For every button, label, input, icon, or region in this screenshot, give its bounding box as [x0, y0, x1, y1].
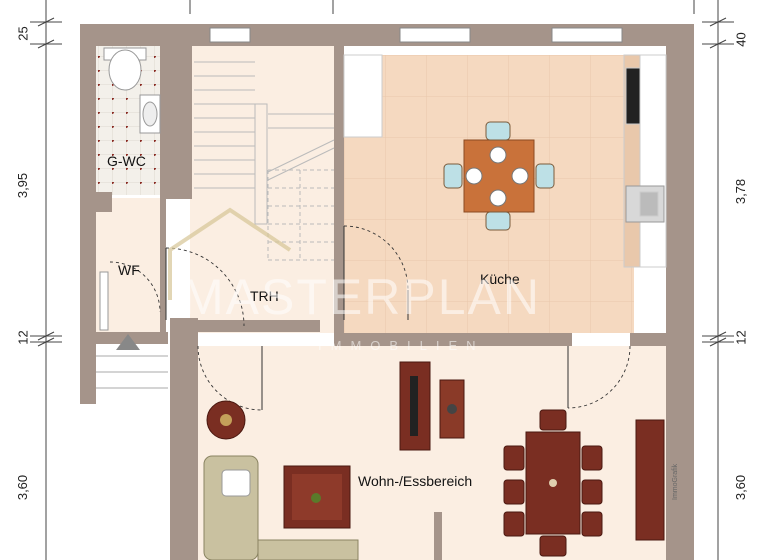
watermark-house — [168, 207, 292, 300]
credit-text: ImmoGrafik — [672, 463, 679, 500]
dim-right-1: 40 — [733, 32, 749, 47]
staircase — [194, 61, 335, 261]
kitchen-dining-set — [443, 121, 555, 231]
wf-radiator — [99, 271, 109, 331]
watermark-brand: MASTERPLAN — [182, 269, 541, 325]
sofa — [203, 455, 359, 560]
entry-stairs — [80, 334, 168, 404]
side-table-round — [206, 400, 246, 440]
toilet — [103, 47, 147, 91]
kitchen-counters — [343, 54, 667, 268]
dim-left-4: 3,60 — [15, 474, 31, 501]
room-label-kitchen: Küche — [480, 271, 520, 287]
room-label-wf: WF — [118, 262, 140, 278]
dim-left-2: 3,95 — [15, 172, 31, 199]
sideboard — [635, 419, 665, 541]
windows — [209, 27, 623, 43]
room-label-trh: TRH — [250, 288, 279, 304]
door-leaves — [165, 226, 569, 410]
dim-right-4: 3,60 — [733, 474, 749, 501]
tv-unit — [399, 361, 465, 451]
dimension-lines — [30, 0, 734, 560]
watermark-sub: IMMOBILIEN — [318, 338, 485, 353]
room-label-living: Wohn-/Essbereich — [358, 473, 473, 489]
dim-left-1: 25 — [15, 26, 31, 41]
dim-right-3: 12 — [733, 330, 749, 345]
washbasin — [139, 94, 161, 134]
dim-left-3: 12 — [15, 330, 31, 345]
dining-set-living — [503, 409, 603, 557]
door-swings — [109, 225, 631, 411]
coffee-table — [283, 465, 351, 529]
room-label-wc: G-WC — [107, 153, 146, 169]
dim-right-2: 3,78 — [733, 178, 749, 205]
